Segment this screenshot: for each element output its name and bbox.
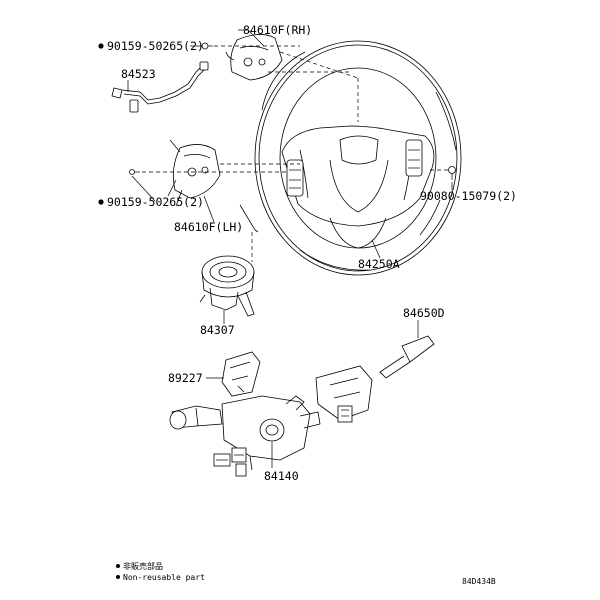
steering-wheel bbox=[239, 40, 462, 276]
label-paddle-lh: 84610F(LH) bbox=[174, 220, 243, 234]
label-screw-bottom: 90159-50265(2) bbox=[107, 195, 204, 209]
callout-screw-bottom: 90159-50265(2) bbox=[98, 195, 204, 209]
filled-circle-icon bbox=[116, 564, 120, 568]
bolt-right bbox=[448, 166, 456, 180]
label-bolt: 90080-15079(2) bbox=[420, 189, 517, 203]
leader-lines bbox=[127, 29, 453, 468]
filled-circle-icon bbox=[98, 43, 104, 49]
filled-circle-icon bbox=[98, 199, 104, 205]
label-harness: 84523 bbox=[121, 67, 156, 81]
combination-switch bbox=[169, 395, 321, 477]
label-switch-assy: 84140 bbox=[264, 469, 299, 483]
label-paddle-rh: 84610F(RH) bbox=[243, 23, 312, 37]
legend-line-1: 非販売部品 bbox=[123, 561, 163, 571]
label-spiral-cable: 84307 bbox=[200, 323, 235, 337]
figure-code: 84D434B bbox=[462, 577, 496, 586]
legend: 非販売部品 Non-reusable part bbox=[116, 561, 205, 582]
column-cover bbox=[221, 351, 261, 397]
label-wheel: 84250A bbox=[358, 257, 400, 271]
label-screw-top: 90159-50265(2) bbox=[107, 39, 204, 53]
spiral-cable bbox=[199, 255, 255, 317]
wire-harness bbox=[111, 61, 209, 113]
wiper-switch bbox=[315, 335, 435, 423]
legend-line-2: Non-reusable part bbox=[123, 573, 205, 582]
label-wiper-switch: 84650D bbox=[403, 306, 445, 320]
label-cover: 89227 bbox=[168, 371, 203, 385]
screw-bottom bbox=[129, 169, 140, 175]
paddle-switch-lh bbox=[167, 144, 221, 207]
callout-screw-top: 90159-50265(2) bbox=[98, 39, 204, 53]
filled-circle-icon bbox=[116, 575, 120, 579]
paddle-switch-rh bbox=[225, 34, 283, 81]
